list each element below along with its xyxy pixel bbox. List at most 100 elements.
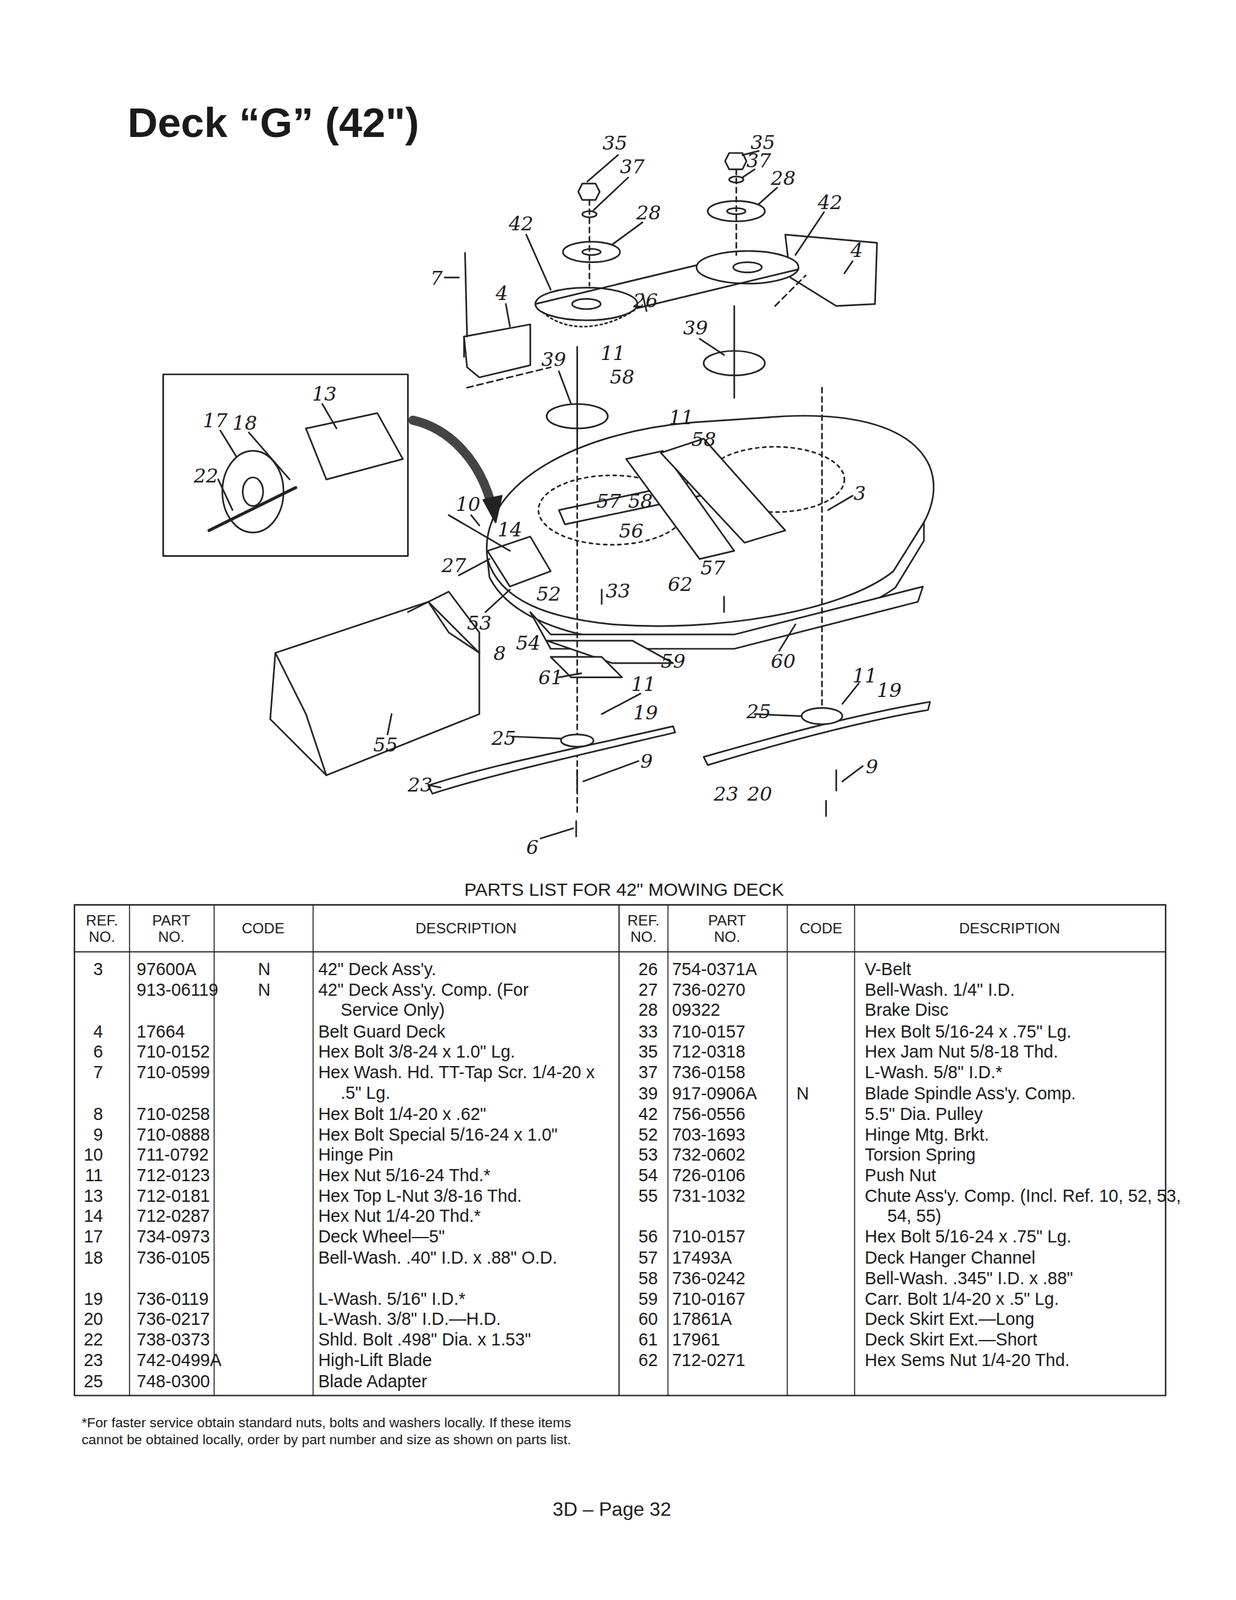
part-number: 710-0152 <box>136 1042 211 1063</box>
part-number: 712-0287 <box>136 1206 211 1227</box>
callout-number: 4 <box>850 239 863 261</box>
ref-number: 14 <box>83 1206 103 1227</box>
ref-number: 54 <box>638 1165 658 1187</box>
callout-number: 35 <box>750 131 776 153</box>
description-cell: Blade Adapter <box>318 1371 428 1393</box>
callout-number: 3 <box>853 482 866 503</box>
callout-number: 4 <box>495 282 508 303</box>
description-cell: Hex Top L-Nut 3/8-16 Thd. <box>318 1186 522 1207</box>
callout-number: 25 <box>491 727 517 748</box>
ref-number: 6 <box>93 1042 103 1063</box>
part-number: 736-0242 <box>671 1268 746 1290</box>
description-cell: Bell-Wash. .345" I.D. x .88" <box>864 1268 1074 1290</box>
callout-number: 19 <box>633 701 658 723</box>
part-number: 17493A <box>671 1248 732 1269</box>
part-number: 731-1032 <box>671 1186 746 1207</box>
ref-number: 56 <box>638 1226 658 1248</box>
part-number: 748-0300 <box>136 1371 211 1393</box>
part-number: 736-0217 <box>136 1309 211 1330</box>
part-number: 736-0105 <box>136 1248 211 1269</box>
callout-number: 18 <box>232 412 258 433</box>
callout-number: 9 <box>640 750 653 772</box>
description-cell: Belt Guard Deck <box>318 1022 446 1043</box>
part-number: 17861A <box>671 1309 732 1330</box>
ref-number: 7 <box>93 1062 103 1084</box>
description-cell: L-Wash. 5/8" I.D.* <box>864 1062 1003 1084</box>
callout-number: 37 <box>619 156 645 177</box>
description-cell: Hex Wash. Hd. TT-Tap Scr. 1/4-20 x .5" L… <box>318 1062 596 1104</box>
part-number: 09322 <box>671 1000 721 1021</box>
ref-number: 11 <box>84 1165 103 1187</box>
callout-number: 22 <box>193 465 219 486</box>
description-cell: L-Wash. 3/8" I.D.—H.D. <box>318 1309 502 1330</box>
description-cell: Deck Hanger Channel <box>864 1248 1036 1269</box>
ref-number: 3 <box>93 959 103 981</box>
callout-number: 11 <box>852 664 878 686</box>
ref-number: 26 <box>638 959 658 981</box>
part-number: 913-06119 <box>136 980 219 1001</box>
description-cell: Blade Spindle Ass'y. Comp. <box>864 1083 1076 1105</box>
part-number: 97600A <box>136 959 197 981</box>
callout-number: 62 <box>667 573 693 594</box>
part-number: 710-0599 <box>136 1062 211 1084</box>
callout-number: 10 <box>455 493 481 515</box>
description-cell: 42" Deck Ass'y. Comp. (For Service Only) <box>318 980 540 1021</box>
description-cell: Brake Disc <box>864 1000 949 1021</box>
ref-number: 58 <box>638 1268 658 1290</box>
callout-number: 39 <box>683 316 709 338</box>
table-heading: PARTS LIST FOR 42" MOWING DECK <box>464 879 785 900</box>
ref-number: 39 <box>638 1083 658 1105</box>
part-number: 754-0371A <box>671 959 757 981</box>
column-header: PART NO. <box>140 911 202 945</box>
ref-number: 62 <box>638 1350 658 1372</box>
part-number: 736-0119 <box>136 1289 210 1310</box>
description-cell: Hex Bolt 5/16-24 x .75" Lg. <box>864 1226 1072 1248</box>
footnote: *For faster service obtain standard nuts… <box>81 1413 602 1449</box>
description-cell: Push Nut <box>864 1165 937 1187</box>
callout-number: 58 <box>691 428 717 449</box>
description-cell: High-Lift Blade <box>318 1350 432 1372</box>
callout-number: 42 <box>508 213 534 234</box>
description-cell: 42" Deck Ass'y. <box>318 959 437 981</box>
ref-number: 42 <box>638 1104 658 1126</box>
ref-number: 9 <box>93 1125 103 1146</box>
part-number: 738-0373 <box>136 1329 211 1351</box>
part-number: 712-0318 <box>671 1042 746 1063</box>
callout-number: 25 <box>746 700 772 721</box>
callout-number: 23 <box>713 783 739 805</box>
ref-number: 59 <box>638 1289 658 1310</box>
callout-number: 11 <box>600 342 626 364</box>
callout-number: 57 <box>596 490 622 512</box>
description-cell: Chute Ass'y. Comp. (Incl. Ref. 10, 52, 5… <box>864 1186 1204 1227</box>
callout-number: 26 <box>633 289 658 311</box>
ref-number: 37 <box>638 1062 658 1084</box>
callout-number: 55 <box>373 734 399 755</box>
callout-number: 28 <box>770 167 796 188</box>
ref-number: 23 <box>83 1350 103 1372</box>
description-cell: Hinge Pin <box>318 1145 394 1166</box>
ref-number: 13 <box>83 1186 103 1207</box>
callout-number: 13 <box>312 383 337 405</box>
callout-number: 57 <box>700 556 726 578</box>
callout-number: 19 <box>876 679 902 700</box>
callout-number: 37 <box>746 149 772 171</box>
part-number: 726-0106 <box>671 1165 746 1187</box>
part-number: 736-0158 <box>671 1062 746 1084</box>
ref-number: 53 <box>638 1145 658 1166</box>
ref-number: 35 <box>638 1042 658 1063</box>
ref-number: 27 <box>638 980 658 1001</box>
ref-number: 19 <box>83 1289 103 1310</box>
part-number: 742-0499A <box>136 1350 222 1372</box>
callout-number: 52 <box>536 583 562 605</box>
callout-number: 27 <box>441 554 467 576</box>
description-cell: Hex Jam Nut 5/8-18 Thd. <box>864 1042 1058 1063</box>
part-number: 17961 <box>671 1329 721 1351</box>
column-header: DESCRIPTION <box>394 919 538 937</box>
ref-number: 52 <box>638 1125 658 1146</box>
callout-number: 42 <box>817 191 843 213</box>
callout-number: 58 <box>609 365 635 387</box>
callout-number: 6 <box>525 836 539 857</box>
description-cell: Deck Skirt Ext.—Long <box>864 1309 1035 1330</box>
description-cell: Bell-Wash. .40" I.D. x .88" O.D. <box>318 1248 596 1269</box>
